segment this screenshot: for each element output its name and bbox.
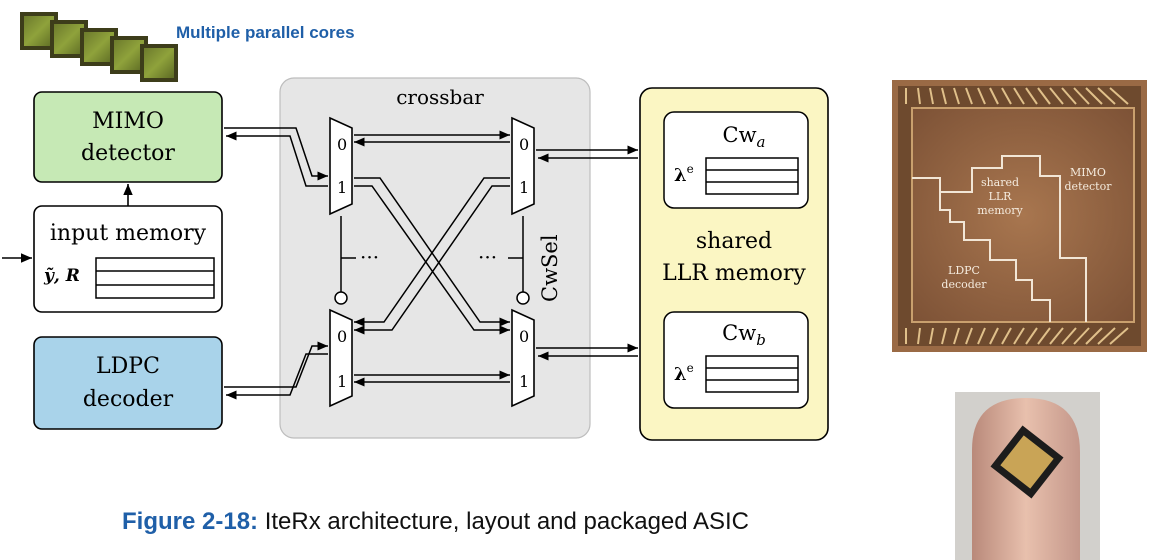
ldpc-label-line2: decoder <box>83 387 174 412</box>
die-shared-line1: shared <box>981 176 1019 189</box>
crossbar-label: crossbar <box>396 85 484 109</box>
shared-memory-label-line1: shared <box>696 229 772 254</box>
ldpc-crossbar-links <box>224 341 328 400</box>
ldpc-decoder-block <box>33 336 223 430</box>
svg-text:1: 1 <box>337 372 347 391</box>
die-mimo-line2: detector <box>1065 180 1113 193</box>
packaged-asic-photo <box>955 392 1100 560</box>
die-shared-line3: memory <box>977 204 1023 217</box>
cwsel-label: CwSel <box>538 234 562 302</box>
die-ldpc-line1: LDPC <box>948 264 980 277</box>
ellipsis-left: ··· <box>360 245 379 269</box>
svg-text:0: 0 <box>519 135 529 154</box>
mux-bottom-right: 0 1 <box>511 308 535 408</box>
shared-memory-label-line2: LLR memory <box>662 261 806 286</box>
cw-a-label: Cwa <box>723 123 766 151</box>
input-memory-buffer <box>95 257 215 299</box>
svg-text:1: 1 <box>519 178 529 197</box>
die-ldpc-line2: decoder <box>941 278 987 291</box>
svg-text:0: 0 <box>519 327 529 346</box>
mimo-label-line2: detector <box>81 141 175 166</box>
svg-text:0: 0 <box>337 327 347 346</box>
cw-b-label: Cwb <box>722 321 766 349</box>
die-shared-line2: LLR <box>989 190 1013 203</box>
mimo-detector-block <box>33 91 223 183</box>
crossbar-links <box>354 130 510 387</box>
svg-text:0: 0 <box>337 135 347 154</box>
cw-b-buffer <box>705 355 799 393</box>
lambda-a-label: λe <box>674 162 694 186</box>
mux-top-left: 0 1 <box>329 116 353 216</box>
select-line-left <box>334 216 356 305</box>
input-memory-label: input memory <box>50 221 207 246</box>
mimo-crossbar-links <box>224 127 328 187</box>
select-line-right <box>508 216 530 305</box>
figure-caption: Figure 2-18: IteRx architecture, layout … <box>122 508 749 536</box>
figure-caption-text: IteRx architecture, layout and packaged … <box>258 508 749 535</box>
figure-caption-label: Figure 2-18: <box>122 508 259 535</box>
ellipsis-right: ··· <box>478 245 497 269</box>
ldpc-label-line1: LDPC <box>96 354 160 379</box>
input-symbols-label: ỹ, R <box>43 266 80 286</box>
crossbar-memory-links <box>536 145 638 361</box>
mimo-label-line1: MIMO <box>92 109 164 134</box>
svg-text:1: 1 <box>519 372 529 391</box>
lambda-b-label: λe <box>674 361 694 385</box>
cw-a-buffer <box>705 157 799 195</box>
svg-text:1: 1 <box>337 178 347 197</box>
asic-layout-photo <box>892 80 1147 352</box>
parallel-cores-chip-stack <box>20 12 178 82</box>
parallel-cores-label: Multiple parallel cores <box>176 23 355 42</box>
die-mimo-line1: MIMO <box>1070 166 1106 179</box>
mux-bottom-left: 0 1 <box>329 308 353 408</box>
mux-top-right: 0 1 <box>511 116 535 216</box>
